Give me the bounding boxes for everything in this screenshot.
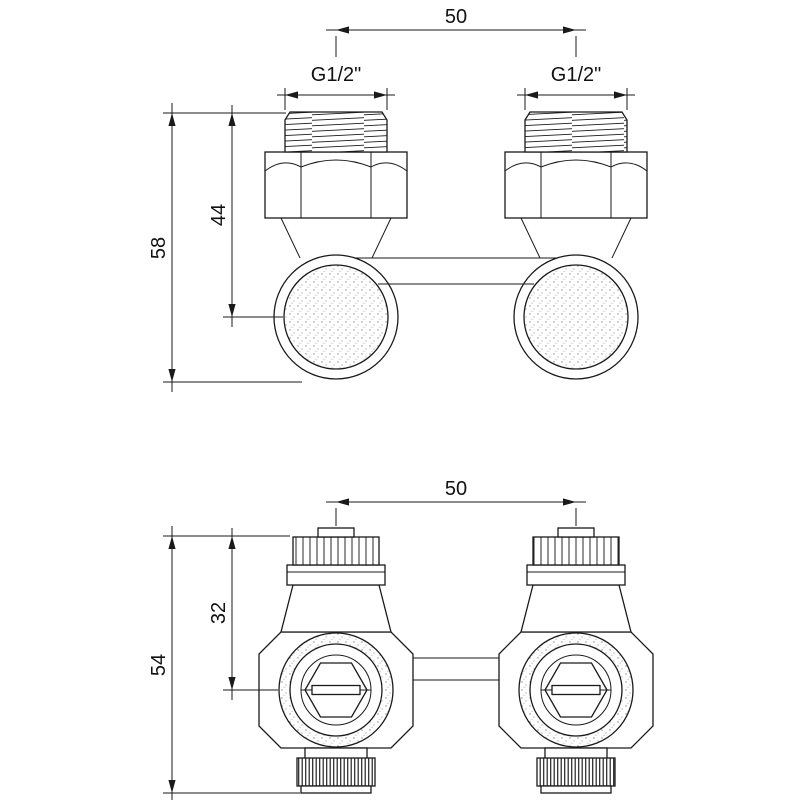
right-hex-nut (504, 151, 648, 219)
bottom-view: 50 54 32 (148, 478, 654, 800)
top-view: 50 G1/2" G1/2" 58 44 (148, 6, 648, 392)
left-bonnet-taper (280, 584, 392, 633)
top-view-body (264, 111, 648, 380)
dim-thread-right: G1/2" (517, 64, 635, 110)
dim-lines (277, 88, 395, 110)
arrowhead (168, 369, 176, 382)
arrowhead (168, 536, 176, 549)
dim-label-center-distance: 50 (445, 6, 467, 28)
bottom-view-body (258, 527, 654, 794)
thread-size-label-left: G1/2" (311, 64, 361, 86)
dim-label-overall-height: 58 (148, 237, 170, 259)
hex-chamfer-arcs (264, 159, 648, 172)
dim-top-height-to-center: 44 (208, 105, 283, 327)
arrowhead (614, 91, 627, 99)
dim-lines (517, 88, 635, 110)
left-slot (311, 684, 361, 696)
dim-lines (326, 501, 586, 526)
neck-taper-lines (280, 217, 632, 259)
arrowhead (336, 498, 349, 506)
arrowhead (228, 536, 236, 549)
right-bonnet-flange (526, 564, 626, 586)
dim-top-overall-height: 58 (148, 103, 302, 392)
dim-label-height-to-center: 44 (208, 204, 230, 226)
dim-lines (163, 526, 300, 800)
dim-thread-left: G1/2" (277, 64, 395, 110)
dim-top-center-distance: 50 (326, 6, 586, 57)
right-slot (551, 684, 601, 696)
crossbar-lines (413, 657, 499, 681)
arrowhead (563, 498, 576, 506)
arrowhead (285, 91, 298, 99)
right-nut-lip (540, 785, 612, 794)
right-port-circle (523, 264, 629, 370)
arrowhead (563, 26, 576, 34)
dim-label-height-to-center: 32 (208, 602, 230, 624)
dim-label-center-distance: 50 (445, 478, 467, 500)
dim-lines (223, 105, 283, 327)
left-cap-step (317, 527, 355, 538)
dim-lines (163, 103, 302, 392)
right-thread-stub (524, 111, 628, 153)
arrowhead (374, 91, 387, 99)
right-cap-step (557, 527, 595, 538)
left-bonnet-flange (286, 564, 386, 586)
dim-label-overall-height: 54 (148, 654, 170, 676)
arrowhead (228, 304, 236, 317)
left-nut-lip (300, 785, 372, 794)
right-knurled-nut (536, 757, 616, 787)
right-bonnet-taper (520, 584, 632, 633)
left-thread-stub (284, 111, 388, 153)
arrowhead (525, 91, 538, 99)
left-knurled-nut (296, 757, 376, 787)
arrowhead (168, 113, 176, 126)
arrowhead (336, 26, 349, 34)
dim-bottom-center-distance: 50 (326, 478, 586, 526)
arrowhead (168, 780, 176, 793)
dim-bottom-height-to-center: 32 (208, 528, 278, 700)
left-hex-nut (264, 151, 408, 219)
left-port-circle (283, 264, 389, 370)
arrowhead (228, 677, 236, 690)
right-cap (532, 536, 620, 566)
crossbar-lines (354, 257, 558, 285)
arrowhead (228, 113, 236, 126)
dim-lines (223, 528, 278, 700)
thread-size-label-right: G1/2" (551, 64, 601, 86)
left-cap (292, 536, 380, 566)
hex-facet-lines (300, 152, 612, 218)
dim-lines (326, 29, 586, 57)
dim-bottom-overall-height: 54 (148, 526, 300, 800)
